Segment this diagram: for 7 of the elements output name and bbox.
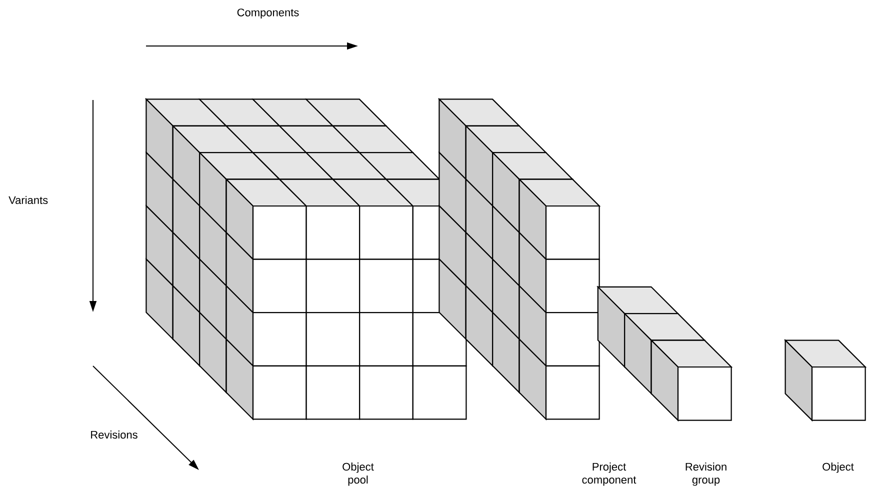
axis-label: Variants	[8, 196, 48, 204]
axis-label: Revisions	[91, 430, 138, 439]
node-label: Revision group	[686, 462, 726, 486]
node-label: Project component	[582, 462, 636, 486]
node-label: Object pool	[342, 462, 374, 486]
node-label: Object	[822, 462, 854, 473]
axis-label: Components	[237, 8, 299, 18]
